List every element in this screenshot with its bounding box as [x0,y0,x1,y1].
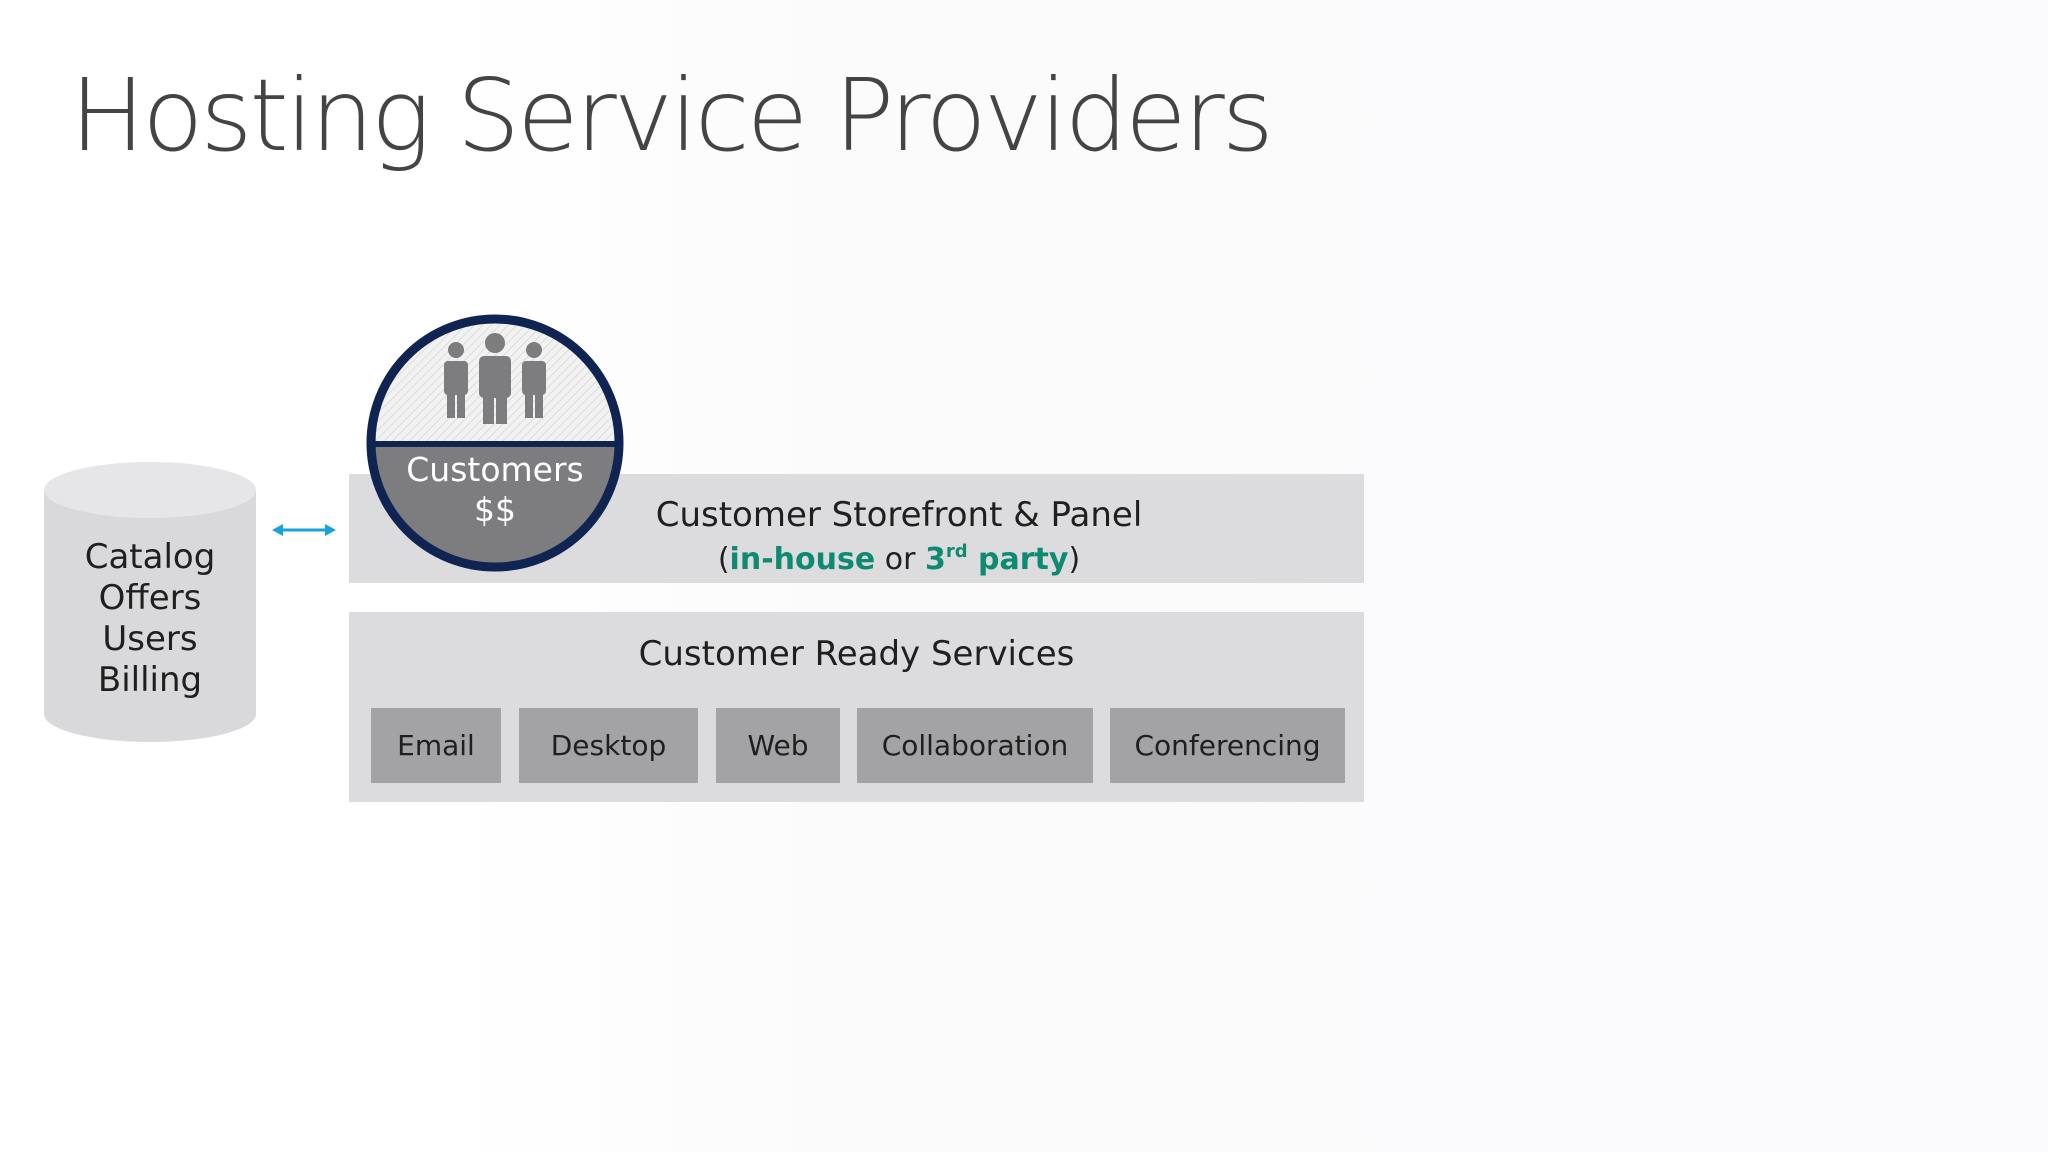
services-band: Customer Ready Services Email Desktop We… [349,612,1364,802]
customers-badge-icon [366,314,624,572]
customers-label: Customers $$ [366,450,624,530]
service-conferencing: Conferencing [1110,708,1345,783]
service-email: Email [371,708,501,783]
service-collaboration: Collaboration [857,708,1093,783]
storefront-text: Customer Storefront & Panel (in-house or… [599,496,1199,578]
database-label-offers: Offers [98,578,202,618]
service-desktop: Desktop [519,708,698,783]
storefront-subtitle: (in-house or 3rd party) [599,534,1199,578]
database-label-catalog: Catalog [84,537,216,577]
double-arrow-icon [272,524,336,536]
option-party: party [967,542,1069,577]
database-cylinder: Catalog Offers Users Billing [44,462,256,742]
open-paren: ( [717,542,730,577]
close-paren: ) [1068,542,1081,577]
database-label-billing: Billing [97,660,203,700]
slide-title: Hosting Service Providers [70,57,1274,174]
option-connector: or [875,542,925,577]
option-in-house: in-house [729,542,876,577]
people-icon [444,333,546,424]
storefront-title: Customer Storefront & Panel [655,495,1143,535]
option-third-number: 3 [924,542,946,577]
customers-amount: $$ [474,490,516,529]
database-labels: Catalog Offers Users Billing [44,537,256,701]
database-label-users: Users [102,619,198,659]
customers-circle: Customers $$ [366,314,624,572]
option-third-suffix: rd [945,541,968,562]
services-title: Customer Ready Services [638,634,1075,674]
customers-title: Customers [406,450,584,489]
service-web: Web [716,708,840,783]
database-icon [44,462,256,742]
